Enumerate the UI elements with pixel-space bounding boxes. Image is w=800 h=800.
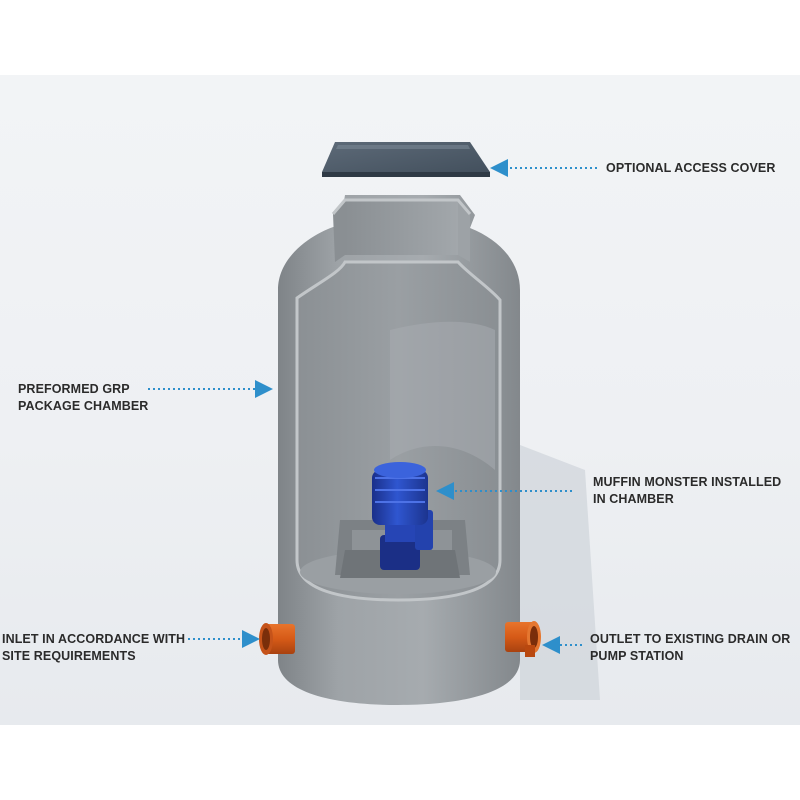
- label-muffin-monster: MUFFIN MONSTER INSTALLED IN CHAMBER: [593, 474, 781, 508]
- muffin-monster-pump: [372, 462, 433, 570]
- arrow-chamber: [148, 380, 273, 398]
- arrow-muffin-monster: [436, 482, 575, 500]
- label-chamber-line-1: PREFORMED GRP: [18, 382, 130, 396]
- leader-arrows: [148, 159, 600, 654]
- label-inlet: INLET IN ACCORDANCE WITH SITE REQUIREMEN…: [2, 631, 185, 665]
- label-muffin-monster-line-2: IN CHAMBER: [593, 492, 674, 506]
- label-outlet-line-1: OUTLET TO EXISTING DRAIN OR: [590, 632, 791, 646]
- label-access-cover-line-1: OPTIONAL ACCESS COVER: [606, 161, 776, 175]
- chamber-body: [278, 195, 520, 705]
- chamber-shadow: [520, 445, 600, 700]
- label-access-cover: OPTIONAL ACCESS COVER: [606, 160, 775, 177]
- label-outlet: OUTLET TO EXISTING DRAIN OR PUMP STATION: [590, 631, 790, 665]
- label-outlet-line-2: PUMP STATION: [590, 649, 684, 663]
- label-muffin-monster-line-1: MUFFIN MONSTER INSTALLED: [593, 475, 782, 489]
- label-chamber: PREFORMED GRP PACKAGE CHAMBER: [18, 381, 148, 415]
- label-inlet-line-2: SITE REQUIREMENTS: [2, 649, 136, 663]
- label-inlet-line-1: INLET IN ACCORDANCE WITH: [2, 632, 186, 646]
- inlet-pipe: [259, 623, 295, 655]
- label-chamber-line-2: PACKAGE CHAMBER: [18, 399, 149, 413]
- outlet-pipe: [505, 621, 541, 657]
- arrow-access-cover: [490, 159, 600, 177]
- arrow-inlet: [188, 630, 260, 648]
- access-cover: [322, 142, 490, 177]
- arrow-outlet: [542, 636, 585, 654]
